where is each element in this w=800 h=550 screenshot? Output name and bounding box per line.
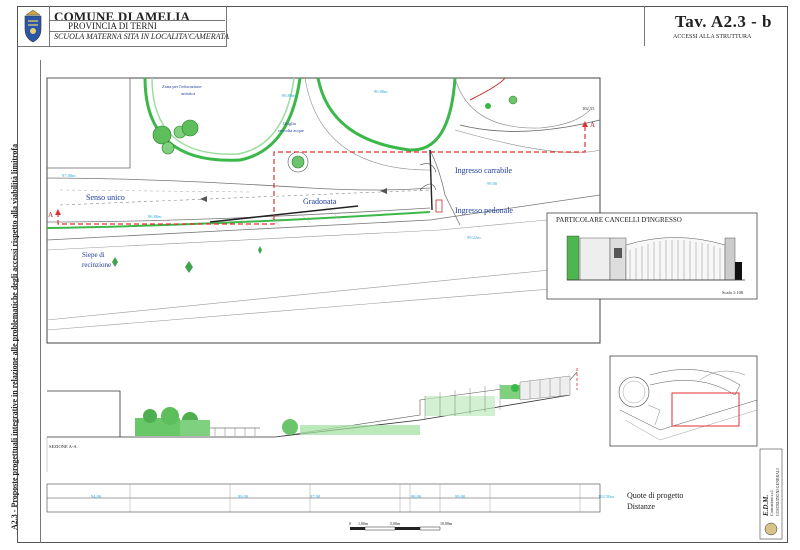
scale-label: 5,00m [390, 521, 401, 526]
profile-value: 99.00 [455, 494, 466, 499]
scale-label: 10,00m [440, 521, 453, 526]
sheet-title: ACCESSI ALLA STRUTTURA [673, 34, 752, 40]
title-rule [17, 46, 227, 47]
elevation-mark: 99.00 [487, 181, 498, 186]
road-edge [46, 194, 601, 241]
location-map-lines [618, 369, 758, 441]
profile-value: 99.00 [238, 494, 249, 499]
province-label: PROVINCIA DI TERNI [68, 21, 157, 31]
profile-value: 102.50m [598, 494, 614, 499]
road-edge [46, 177, 431, 191]
section-line [57, 124, 586, 225]
profile-legend: Quote di progetto [627, 491, 684, 500]
detail-title: PARTICOLARE CANCELLI D'INGRESSO [556, 216, 682, 224]
title-rule [50, 20, 225, 21]
title-divider [226, 6, 227, 46]
elevation-mark: 102.53 [582, 106, 595, 111]
scale-label: 1,00m [358, 521, 369, 526]
gradonata-line [209, 205, 359, 223]
location-map [609, 355, 758, 447]
shrub-icon [108, 246, 262, 273]
section-label: SEZIONE A-A [49, 444, 77, 449]
grate-label: Griglia [283, 121, 296, 126]
company-stamp [759, 448, 783, 540]
grate-label: raccolta acque [278, 128, 304, 133]
company-line: Costruzioni s.r.l. [769, 489, 774, 516]
road-edge [46, 264, 601, 321]
zone-label: Zona per l'educazione [162, 84, 202, 89]
sheet-divider [644, 6, 645, 46]
section-profile [47, 368, 578, 438]
scale-bar [350, 526, 441, 531]
gate-pedonale [435, 199, 443, 213]
one-way-label: Senso unico [86, 193, 125, 202]
lawn-edge [316, 77, 457, 152]
zone-label: artistica [181, 91, 196, 96]
hedge-label: recinzione [82, 261, 112, 269]
elevation-mark: 96.80m [148, 214, 162, 219]
coat-of-arms-icon [22, 9, 44, 43]
location-highlight [671, 392, 740, 427]
drawing-frame [17, 6, 788, 543]
profile-value: 97.00 [310, 494, 321, 499]
road-edge [46, 207, 431, 223]
lawn-edge [143, 77, 302, 162]
vehicle-entrance-label: Ingresso carrabile [455, 166, 513, 175]
section-mark-right: A [590, 121, 596, 129]
tree-icon [291, 155, 305, 169]
profile-value: 94.00 [91, 494, 102, 499]
profile-legend: Distanze [627, 502, 655, 511]
lawn-edge-inner [151, 77, 295, 155]
company-logo-icon [764, 522, 778, 536]
tree-icon [152, 119, 199, 155]
elevation-mark: 99.22m [467, 235, 481, 240]
project-label: SCUOLA MATERNA SITA IN LOCALITA'CAMERATA [54, 32, 229, 41]
section-mark-left: A [48, 211, 54, 219]
gradonata-label: Gradonata [303, 197, 337, 206]
plan-frame [46, 77, 601, 344]
elevation-mark: 96.80m [374, 89, 388, 94]
company-line: COSTRUZIONI GENERALI [775, 468, 780, 516]
elevation-mark: 96.80m [282, 93, 296, 98]
hedge-label: Siepe di [82, 251, 105, 259]
pedestrian-entrance-label: Ingresso pedonale [455, 206, 513, 215]
gate-elevation [566, 235, 745, 281]
profile-value: 98.00 [411, 494, 422, 499]
tree-icon [508, 95, 518, 105]
elevation-mark: 97.00m [62, 173, 76, 178]
hedge-line [46, 211, 431, 229]
side-caption-divider [40, 60, 41, 543]
title-rule [50, 31, 225, 32]
gate-carrabile [429, 149, 433, 211]
title-divider [49, 6, 50, 46]
building-outline [47, 77, 131, 169]
sheet-code: Tav. A2.3 - b [674, 12, 772, 31]
detail-scale: Scala 1:100 [722, 290, 744, 295]
scale-label: 0 [349, 521, 351, 526]
